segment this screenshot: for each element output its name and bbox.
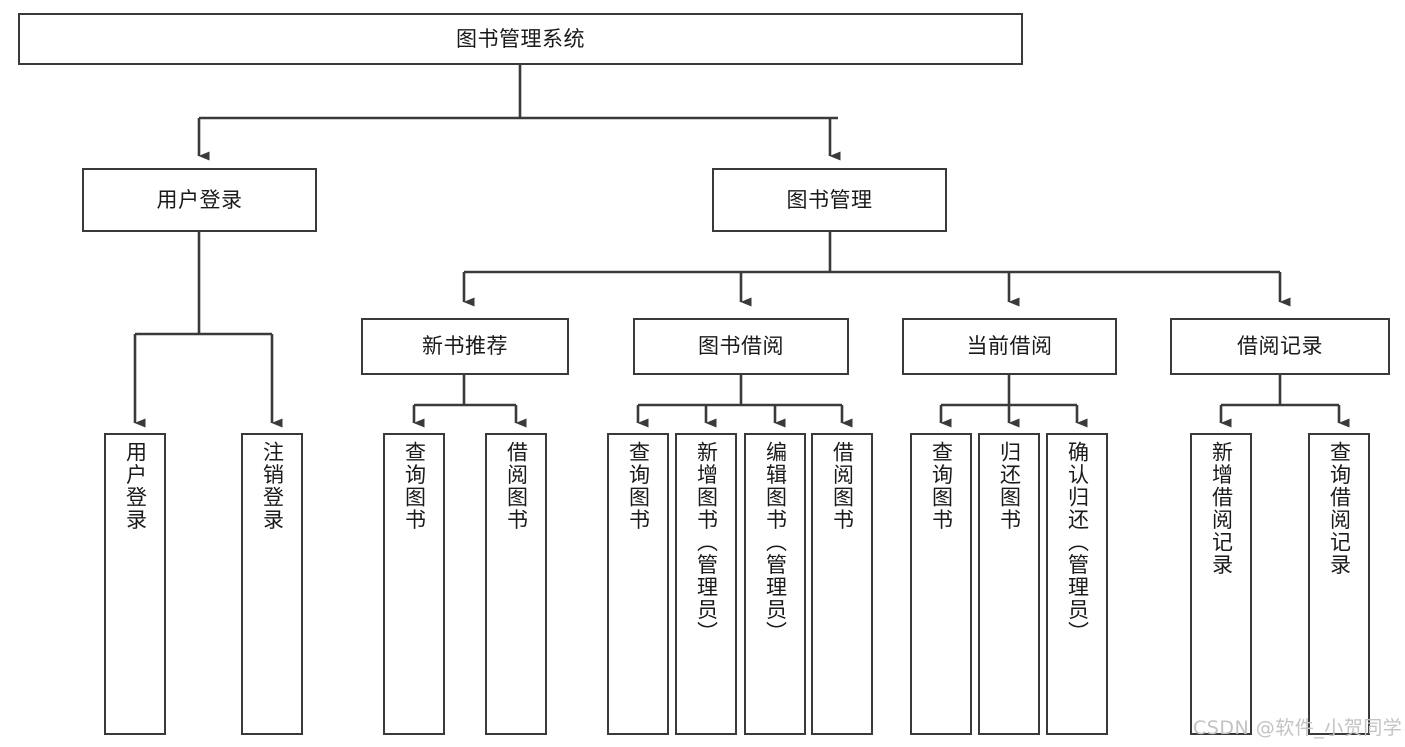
node-root[interactable]: 图书管理系统 — [18, 13, 1023, 65]
leaf-borrow-borrow-book[interactable]: 借阅图书 — [811, 433, 873, 735]
leaf-records-add-record[interactable]: 新增借阅记录 — [1190, 433, 1252, 735]
node-new-book-recommend[interactable]: 新书推荐 — [361, 318, 569, 375]
leaf-label: 查询图书 — [626, 441, 651, 531]
node-book-borrow[interactable]: 图书借阅 — [633, 318, 849, 375]
node-book-management-label: 图书管理 — [786, 187, 873, 212]
leaf-borrow-edit-book[interactable]: 编辑图书（管理员） — [744, 433, 806, 735]
leaf-current-query-book[interactable]: 查询图书 — [910, 433, 972, 735]
leaf-borrow-add-book[interactable]: 新增图书（管理员） — [675, 433, 737, 735]
leaf-label: 借阅图书 — [504, 441, 529, 531]
leaf-label: 查询图书 — [929, 441, 954, 531]
node-user-login[interactable]: 用户登录 — [82, 168, 317, 232]
node-book-management[interactable]: 图书管理 — [712, 168, 947, 232]
leaf-label: 新增图书（管理员） — [694, 441, 719, 644]
leaf-current-return-book[interactable]: 归还图书 — [978, 433, 1040, 735]
leaf-label: 编辑图书（管理员） — [763, 441, 788, 644]
node-current-borrow[interactable]: 当前借阅 — [902, 318, 1117, 375]
node-borrow-records-label: 借阅记录 — [1237, 334, 1323, 359]
leaf-label: 归还图书 — [997, 441, 1022, 531]
node-new-book-recommend-label: 新书推荐 — [422, 334, 508, 359]
leaf-label: 新增借阅记录 — [1209, 441, 1234, 576]
leaf-recommend-query-book[interactable]: 查询图书 — [383, 433, 445, 735]
leaf-user-login-signout[interactable]: 注销登录 — [241, 433, 303, 735]
leaf-recommend-borrow-book[interactable]: 借阅图书 — [485, 433, 547, 735]
leaf-label: 用户登录 — [123, 441, 148, 531]
leaf-user-login-signin[interactable]: 用户登录 — [104, 433, 166, 735]
node-user-login-label: 用户登录 — [156, 187, 243, 212]
leaf-label: 查询图书 — [402, 441, 427, 531]
leaf-label: 借阅图书 — [830, 441, 855, 531]
leaf-label: 确认归还（管理员） — [1065, 441, 1090, 644]
leaf-current-confirm-return[interactable]: 确认归还（管理员） — [1046, 433, 1108, 735]
node-book-borrow-label: 图书借阅 — [698, 334, 784, 359]
leaf-records-query-record[interactable]: 查询借阅记录 — [1308, 433, 1370, 735]
node-root-label: 图书管理系统 — [456, 26, 585, 51]
node-borrow-records[interactable]: 借阅记录 — [1170, 318, 1390, 375]
leaf-borrow-query-book[interactable]: 查询图书 — [607, 433, 669, 735]
watermark-text: CSDN @软件_小贺同学 — [1193, 717, 1403, 739]
leaf-label: 注销登录 — [260, 441, 285, 531]
leaf-label: 查询借阅记录 — [1327, 441, 1352, 576]
node-current-borrow-label: 当前借阅 — [966, 334, 1053, 359]
